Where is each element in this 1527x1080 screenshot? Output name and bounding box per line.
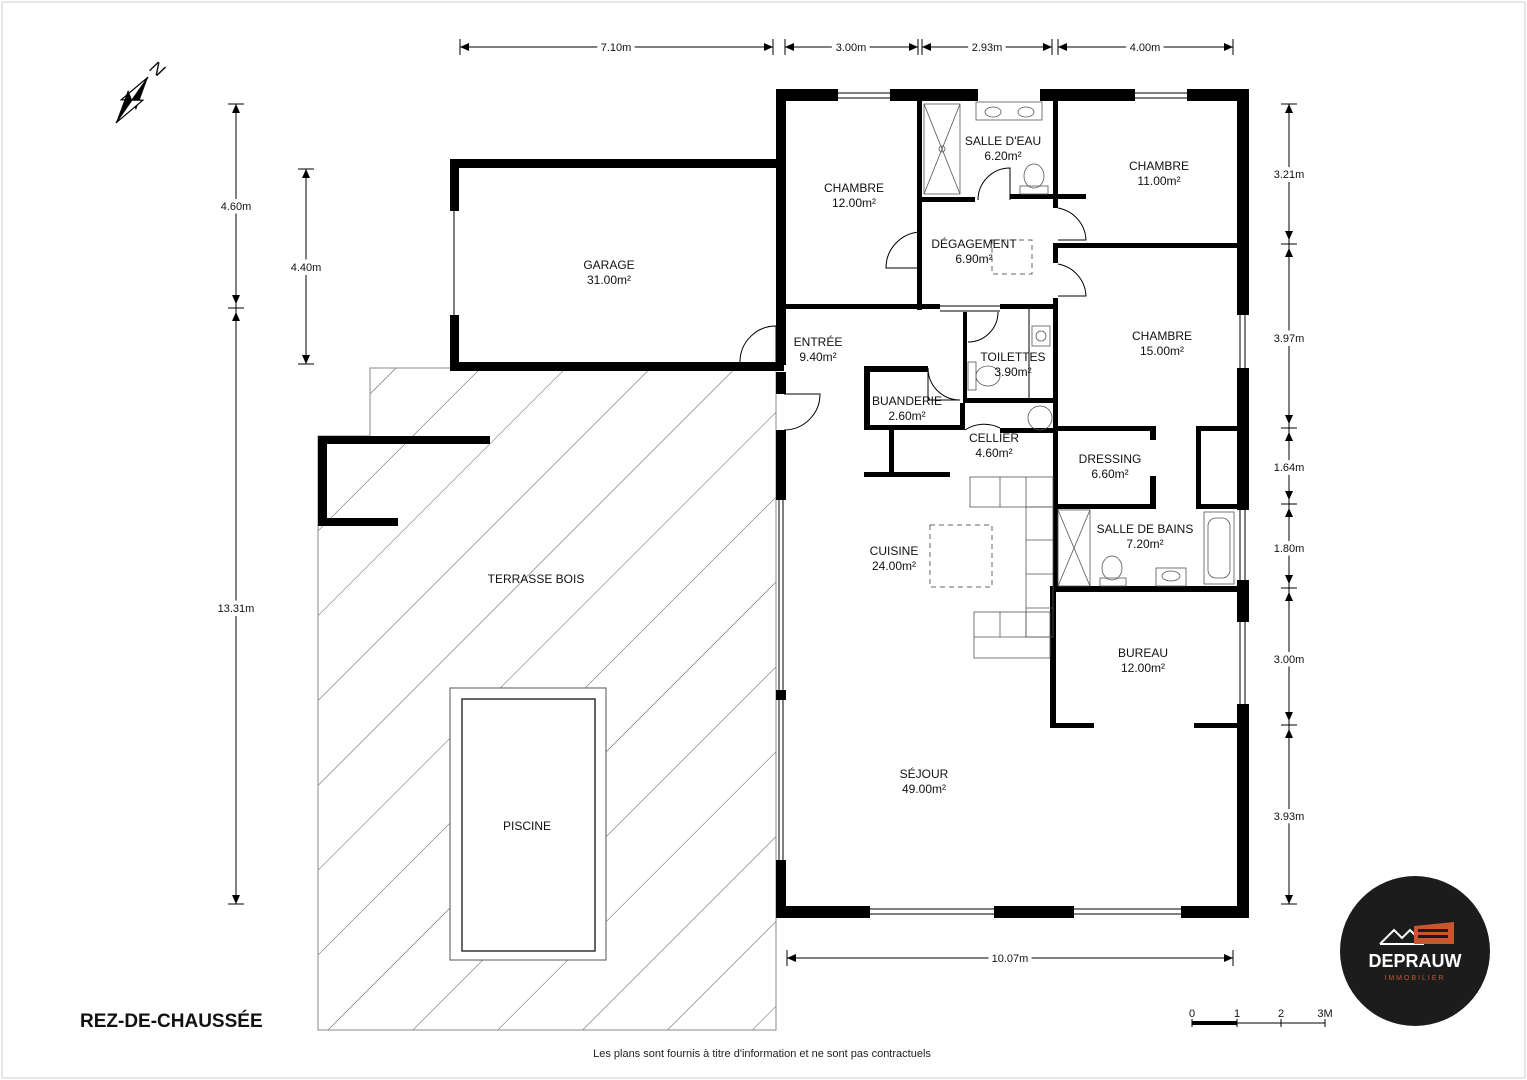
dim-right-6: 3.93m xyxy=(1274,811,1305,823)
exterior-walls xyxy=(776,89,1249,918)
dim-right-5: 3.00m xyxy=(1274,654,1305,666)
pool xyxy=(449,687,607,961)
dim-left-inner: 4.40m xyxy=(291,262,322,274)
room-name-entree: ENTRÉE xyxy=(794,334,843,349)
dim-left-1: 4.60m xyxy=(221,201,252,213)
dim-top-4: 4.00m xyxy=(1130,42,1161,54)
room-area-entree: 9.40m² xyxy=(799,350,836,364)
scale-0: 0 xyxy=(1189,1008,1195,1020)
pool-label: PISCINE xyxy=(503,819,551,833)
room-area-degagement: 6.90m² xyxy=(955,252,992,266)
dim-top-2: 3.00m xyxy=(836,42,867,54)
dim-top-1: 7.10m xyxy=(601,42,632,54)
room-name-cellier: CELLIER xyxy=(969,431,1019,445)
dim-right-4: 1.80m xyxy=(1274,543,1305,555)
brand-tagline: IMMOBILIER xyxy=(1384,975,1445,982)
terrace-label: TERRASSE BOIS xyxy=(488,572,585,586)
scale-1: 1 xyxy=(1234,1008,1240,1020)
room-name-salle-eau: SALLE D'EAU xyxy=(965,134,1041,148)
room-area-cellier: 4.60m² xyxy=(975,446,1012,460)
disclaimer: Les plans sont fournis à titre d'informa… xyxy=(593,1048,931,1060)
room-name-cuisine: CUISINE xyxy=(870,544,919,558)
room-name-chambre1: CHAMBRE xyxy=(824,181,884,195)
room-area-sejour: 49.00m² xyxy=(902,782,946,796)
room-name-garage: GARAGE xyxy=(583,258,634,272)
room-labels: CHAMBRE 12.00m² SALLE D'EAU 6.20m² CHAMB… xyxy=(488,134,1194,833)
room-area-bureau: 12.00m² xyxy=(1121,661,1165,675)
scale-3: 3M xyxy=(1317,1008,1332,1020)
room-name-buanderie: BUANDERIE xyxy=(872,394,942,408)
room-area-dressing: 6.60m² xyxy=(1091,467,1128,481)
dim-right-2: 3.97m xyxy=(1274,333,1305,345)
scale-2: 2 xyxy=(1278,1008,1284,1020)
dimension-lines: 7.10m 3.00m 2.93m 4.00m 10.07m 4.60m 13.… xyxy=(214,38,1309,969)
room-area-buanderie: 2.60m² xyxy=(888,409,925,423)
room-area-chambre2: 11.00m² xyxy=(1137,174,1180,188)
scale-bar: 0 1 2 3M xyxy=(1189,1008,1333,1027)
brand-logo: DEPRAUW IMMOBILIER xyxy=(1340,876,1490,1026)
room-area-salle-bains: 7.20m² xyxy=(1126,537,1163,551)
room-name-degagement: DÉGAGEMENT xyxy=(931,236,1017,251)
room-area-cuisine: 24.00m² xyxy=(872,559,916,573)
interior-walls xyxy=(784,95,1241,728)
dim-right-1: 3.21m xyxy=(1274,169,1305,181)
dim-right-3: 1.64m xyxy=(1274,462,1305,474)
room-area-chambre3: 15.00m² xyxy=(1140,344,1184,358)
room-name-dressing: DRESSING xyxy=(1079,452,1142,466)
room-name-salle-bains: SALLE DE BAINS xyxy=(1097,522,1194,536)
doors-fixtures xyxy=(739,101,1235,659)
room-name-sejour: SÉJOUR xyxy=(900,766,949,781)
page-title: REZ-DE-CHAUSSÉE xyxy=(80,1010,263,1032)
dim-left-2: 13.31m xyxy=(218,603,255,615)
garage-walls xyxy=(450,159,784,371)
room-area-chambre1: 12.00m² xyxy=(832,196,876,210)
room-name-bureau: BUREAU xyxy=(1118,646,1168,660)
dim-bottom: 10.07m xyxy=(992,953,1029,965)
dim-top-3: 2.93m xyxy=(972,42,1003,54)
north-arrow-icon xyxy=(115,76,149,124)
room-area-garage: 31.00m² xyxy=(587,273,631,287)
north-label: N xyxy=(146,57,169,81)
room-name-chambre2: CHAMBRE xyxy=(1129,159,1189,173)
room-area-salle-eau: 6.20m² xyxy=(984,149,1021,163)
room-area-toilettes: 3.90m² xyxy=(994,365,1031,379)
bars-icon xyxy=(1414,922,1454,944)
room-name-toilettes: TOILETTES xyxy=(980,350,1045,364)
brand-name: DEPRAUW xyxy=(1369,951,1462,971)
room-name-chambre3: CHAMBRE xyxy=(1132,329,1192,343)
